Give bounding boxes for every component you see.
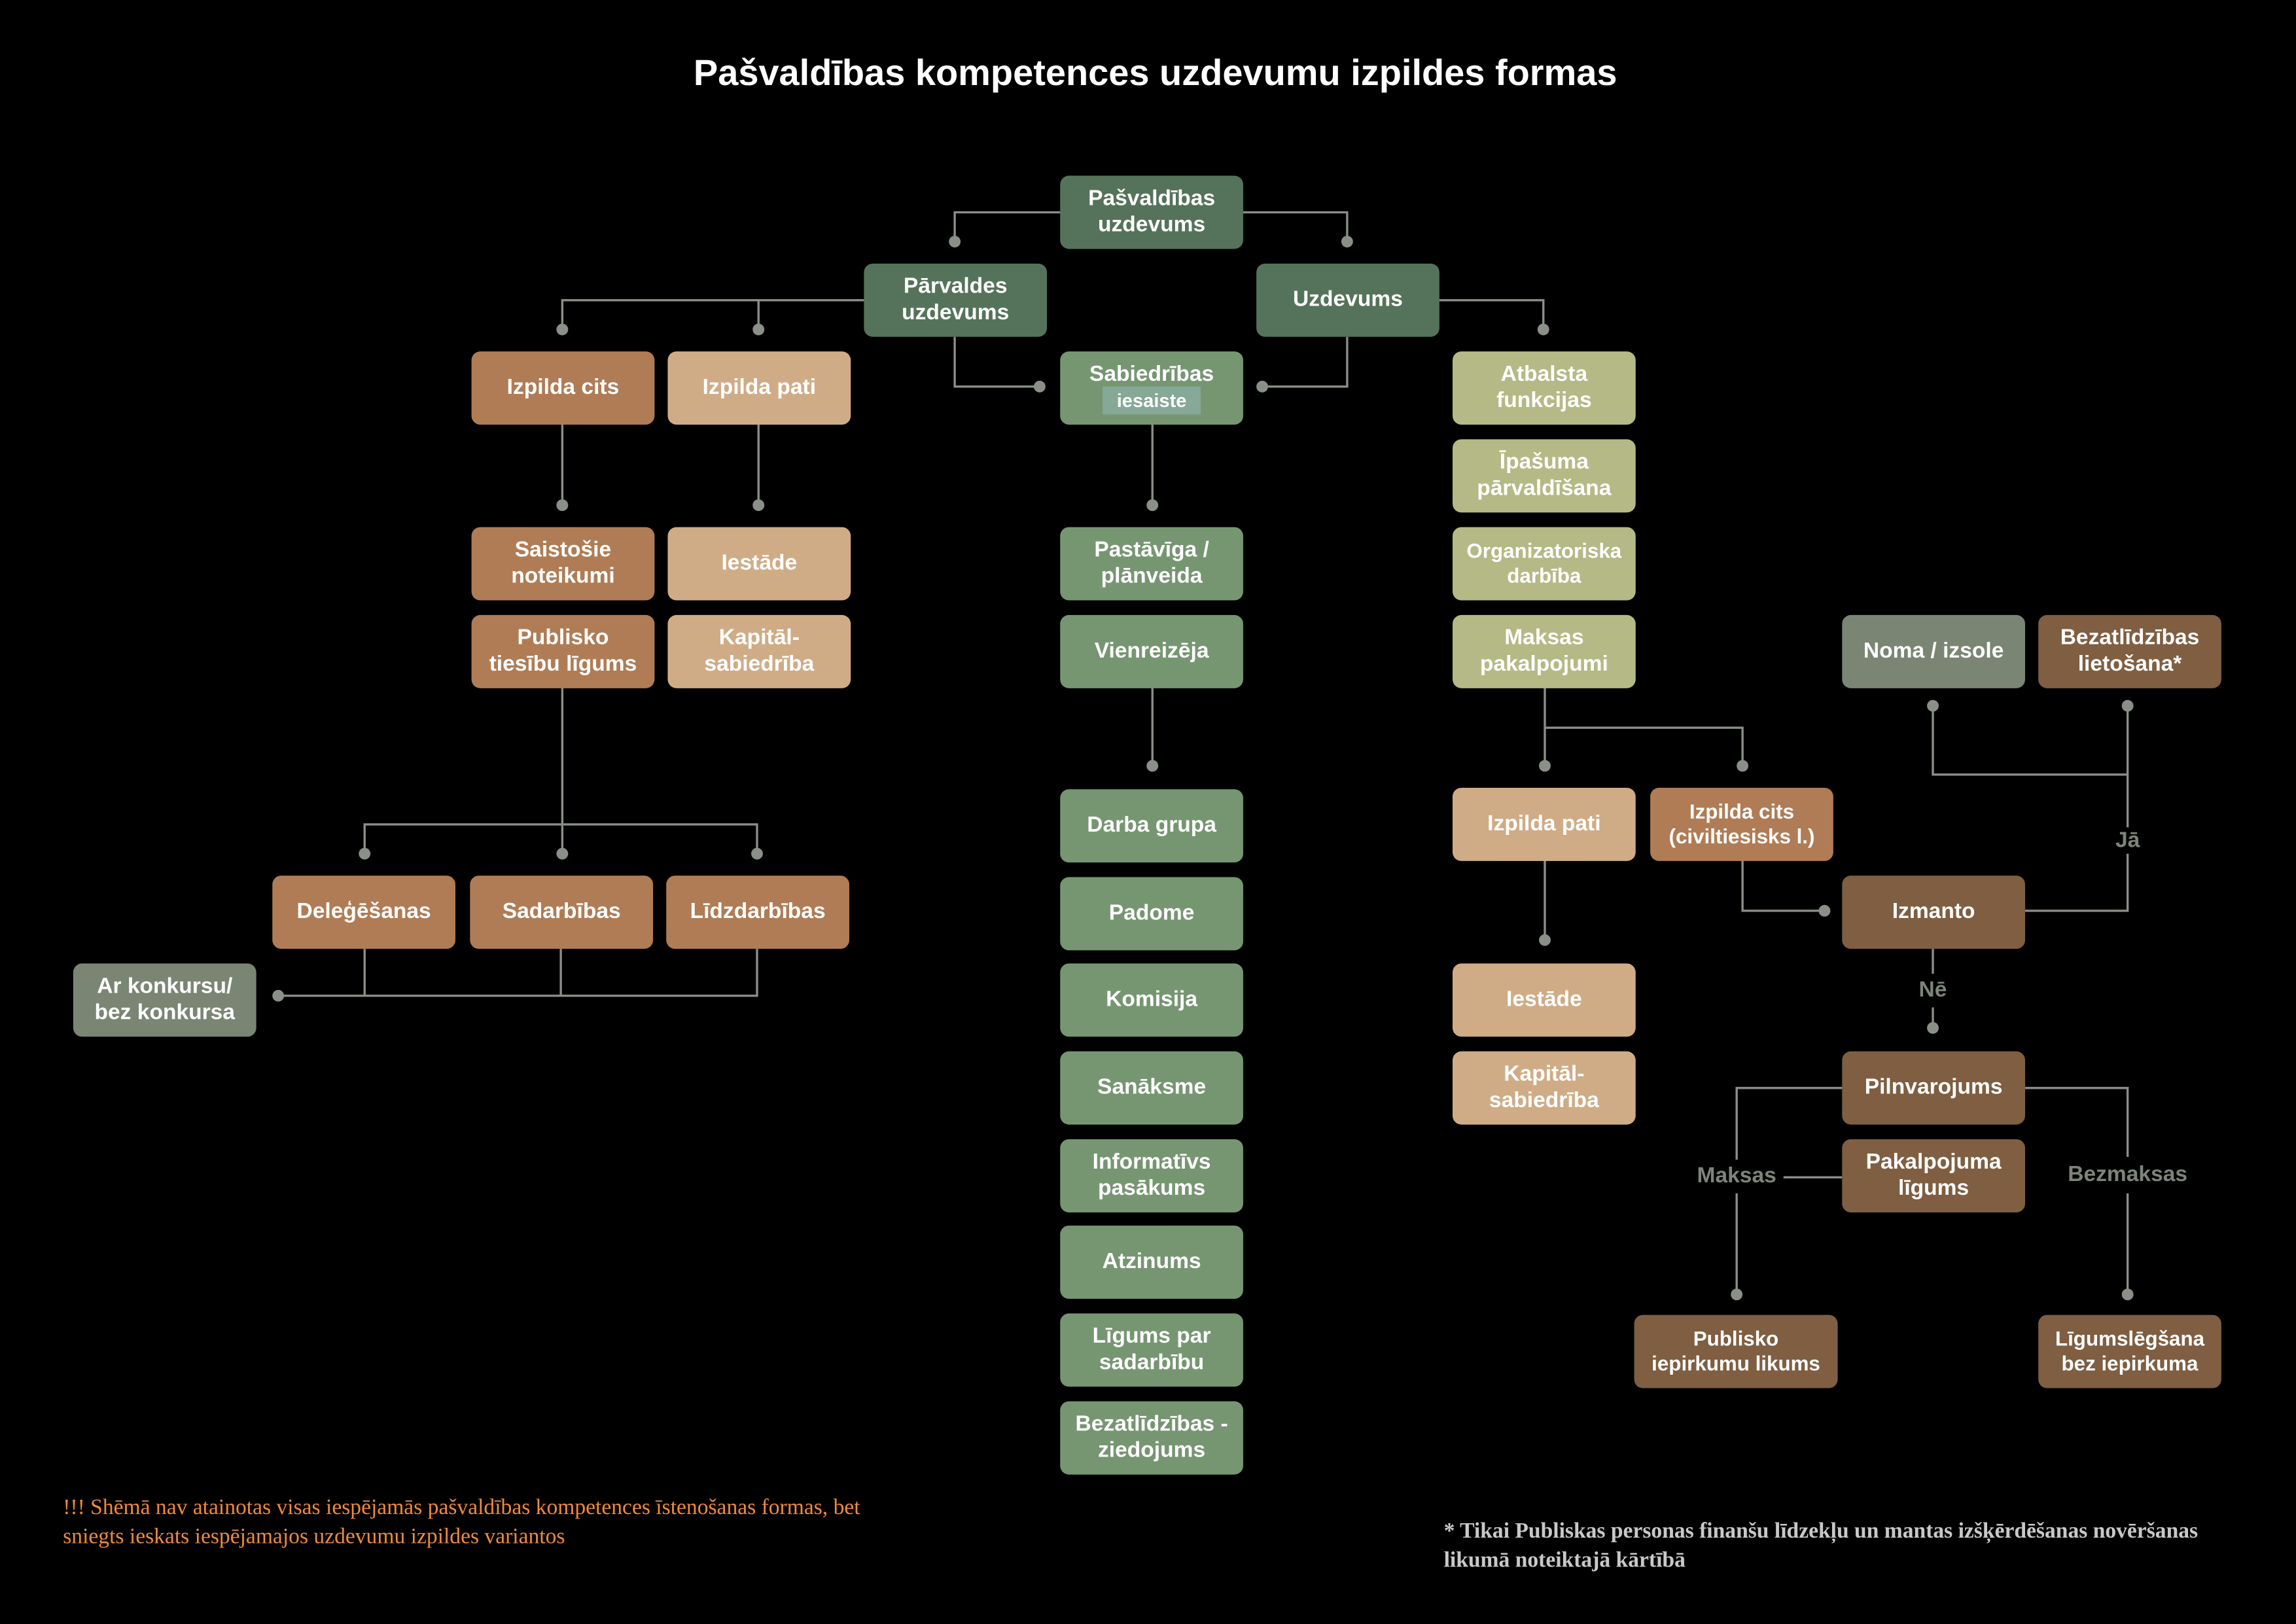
node-iestade: Iestāde: [667, 527, 851, 601]
node-publisko-iepirkumu-likums: Publisko iepirkumu likums: [1634, 1315, 1838, 1388]
edge-label-bezmaksas: Bezmaksas: [2068, 1161, 2188, 1187]
node-kapitalsabiedriba: Kapitāl- sabiedrība: [667, 614, 851, 688]
page-title: Pašvaldības kompetences uzdevumu izpilde…: [693, 52, 1617, 94]
node-organizatoriska-darbiba: Organizatoriska darbība: [1452, 527, 1636, 601]
node-maksas-pakalpojumi: Maksas pakalpojumi: [1452, 614, 1636, 688]
node-kapitalsabiedriba-2: Kapitāl- sabiedrība: [1452, 1051, 1636, 1125]
node-sadarbibas: Sadarbības: [470, 875, 654, 949]
node-publisko-tiesibu-ligums: Publisko tiesību līgums: [471, 614, 655, 688]
node-pakalpojuma-ligums: Pakalpojuma līgums: [1842, 1139, 2026, 1212]
node-ar-konkursu: Ar konkursu/ bez konkursa: [73, 963, 256, 1037]
node-pasvaldibas-uzdevums: Pašvaldības uzdevums: [1060, 175, 1243, 249]
edge-label-maksas: Maksas: [1697, 1163, 1776, 1189]
node-ligumslegsana: Līgumslēgšana bez iepirkuma: [2038, 1315, 2221, 1388]
node-highlight-label: iesaiste: [1102, 386, 1201, 415]
node-bezatlidzibas-ziedojums: Bezatlīdzības - ziedojums: [1060, 1401, 1243, 1475]
node-atzinums: Atzinums: [1060, 1226, 1243, 1299]
node-atbalsta-funkcijas: Atbalsta funkcijas: [1452, 351, 1636, 425]
node-parvaldes-uzdevums: Pārvaldes uzdevums: [864, 263, 1048, 337]
node-noma-izsole: Noma / izsole: [1842, 614, 2026, 688]
node-komisija: Komisija: [1060, 963, 1243, 1037]
node-izpilda-cits: Izpilda cits: [471, 351, 655, 425]
node-uzdevums: Uzdevums: [1256, 263, 1439, 337]
node-ipasuma-parvaldisana: Īpašuma pārvaldīšana: [1452, 439, 1636, 513]
node-iestade-2: Iestāde: [1452, 963, 1636, 1037]
node-label: Sabiedrības: [1089, 361, 1214, 387]
node-padome: Padome: [1060, 877, 1243, 951]
node-izmanto: Izmanto: [1842, 875, 2026, 949]
edge-label-ne: Nē: [1918, 977, 1947, 1002]
node-saistosie-noteikumi: Saistošie noteikumi: [471, 527, 655, 601]
node-sanaksme: Sanāksme: [1060, 1051, 1243, 1125]
edge-label-ja: Jā: [2115, 828, 2140, 853]
node-lidzdarbibas: Līdzdarbības: [666, 875, 849, 949]
footnote: * Tikai Publiskas personas finanšu līdze…: [1443, 1519, 2199, 1573]
node-informativs-pasakums: Informatīvs pasākums: [1060, 1139, 1243, 1212]
node-ligums-par-sadarbibu: Līgums par sadarbību: [1060, 1313, 1243, 1387]
node-pastaviga: Pastāvīga / plānveida: [1060, 527, 1243, 601]
node-izpilda-pati-2: Izpilda pati: [1452, 787, 1636, 861]
node-vienreizeja: Vienreizēja: [1060, 614, 1243, 688]
node-izpilda-cits-civiltiesisks: Izpilda cits (civiltiesisks l.): [1650, 787, 1833, 861]
warning-note: !!! Shēmā nav atainotas visas iespējamās…: [63, 1496, 860, 1549]
node-darba-grupa: Darba grupa: [1060, 789, 1243, 863]
node-pilnvarojums: Pilnvarojums: [1842, 1051, 2026, 1125]
node-bezatlidzibas-lietosana: Bezatlīdzības lietošana*: [2038, 614, 2221, 688]
node-izpilda-pati: Izpilda pati: [667, 351, 851, 425]
node-delegesanas: Deleģēšanas: [272, 875, 455, 949]
